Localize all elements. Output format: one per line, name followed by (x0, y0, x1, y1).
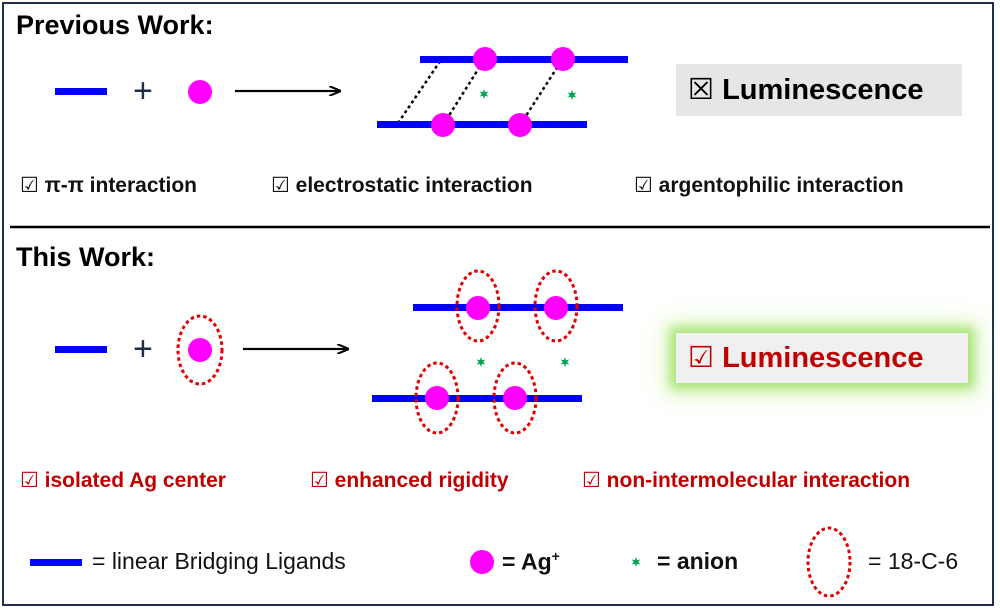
check-icon: ☑ (271, 174, 290, 197)
this-result-label: Luminescence (722, 342, 924, 374)
prev-ag-bottom-1 (431, 113, 455, 137)
legend-ag-label: = Ag+ (502, 548, 560, 575)
this-plus-sign: + (133, 330, 153, 368)
figure-frame (2, 2, 994, 606)
prev-plus-sign: + (133, 72, 153, 110)
this-crown-top-1 (455, 269, 501, 343)
prev-ag-symbol (188, 80, 212, 104)
this-crown-symbol (176, 314, 224, 386)
this-property-2: ☑ enhanced rigidity (310, 469, 509, 492)
this-ag-bottom-1 (425, 386, 449, 410)
check-icon: ☑ (20, 469, 39, 492)
this-result-box (676, 333, 968, 383)
check-icon: ☑ (20, 174, 39, 197)
this-ag-top-1 (466, 296, 490, 320)
this-property-1: ☑ isolated Ag center (20, 469, 226, 492)
this-property-3: ☑ non-intermolecular interaction (582, 469, 911, 492)
this-ag-top-2 (544, 296, 568, 320)
this-ag-bottom-2 (503, 386, 527, 410)
this-result-check-icon: ☑ (688, 342, 714, 374)
check-icon: ☑ (634, 174, 653, 197)
prev-ag-top-2 (551, 47, 575, 71)
this-result: ☑ Luminescence (688, 340, 924, 375)
prev-result-cross-icon: ☒ (688, 74, 714, 106)
prev-result: ☒ Luminescence (688, 72, 924, 107)
legend-anion-symbol (631, 557, 641, 567)
prev-anion-2 (567, 90, 577, 100)
this-crown-top-2 (533, 269, 579, 343)
previous-work-heading: Previous Work: (16, 10, 214, 40)
this-ligand-top (413, 304, 623, 311)
check-icon: ☑ (310, 469, 329, 492)
prev-result-label: Luminescence (722, 74, 924, 106)
this-ag-symbol (188, 338, 212, 362)
legend-anion-label: = anion (657, 548, 739, 574)
prev-ligand-symbol (55, 88, 107, 95)
this-product-structure (372, 269, 623, 435)
prev-property-2: ☑ electrostatic interaction (271, 174, 533, 197)
this-crown-bottom-2 (492, 361, 538, 435)
check-icon: ☑ (582, 469, 601, 492)
legend-crown-symbol (806, 526, 852, 598)
prev-ligand-bottom (377, 121, 587, 128)
legend-ag-symbol (470, 550, 494, 574)
prev-property-3: ☑ argentophilic interaction (634, 174, 904, 197)
prev-product-structure (377, 47, 628, 137)
prev-property-1: ☑ π-π interaction (20, 174, 198, 197)
this-ligand-symbol (55, 346, 107, 353)
this-crown-bottom-1 (414, 361, 460, 435)
this-anion-2 (560, 357, 570, 367)
legend-crown-label: = 18-C-6 (868, 548, 959, 574)
this-anion-1 (476, 357, 486, 367)
prev-ag-bottom-2 (508, 113, 532, 137)
prev-ag-top-1 (473, 47, 497, 71)
this-work-heading: This Work: (16, 242, 156, 272)
this-ligand-bottom (372, 395, 582, 402)
legend-ligand-symbol (30, 559, 82, 566)
prev-ligand-top (420, 56, 628, 63)
prev-result-box (676, 64, 962, 116)
prev-anion-1 (479, 89, 489, 99)
legend-ligand-label: = linear Bridging Ligands (92, 548, 346, 574)
